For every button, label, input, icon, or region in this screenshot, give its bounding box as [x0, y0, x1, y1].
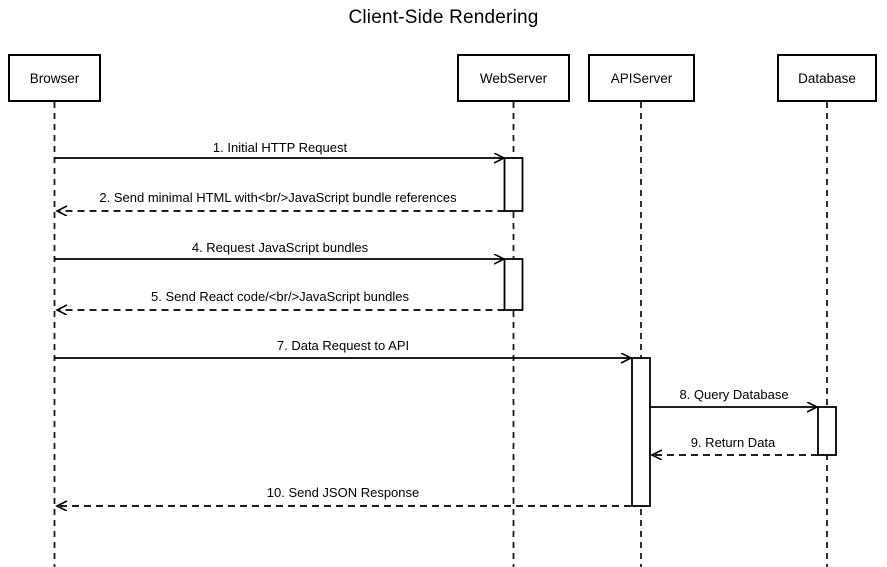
message-label-1: 1. Initial HTTP Request [212, 140, 348, 155]
activation-database [817, 406, 837, 456]
actor-apiserver-label: APIServer [610, 70, 673, 86]
message-label-9: 9. Return Data [690, 435, 776, 450]
message-label-10: 10. Send JSON Response [266, 485, 420, 500]
actor-webserver: WebServer [457, 54, 570, 102]
diagram-title: Client-Side Rendering [348, 7, 539, 28]
actor-apiserver: APIServer [588, 54, 695, 102]
activation-webserver-1 [503, 157, 524, 212]
activation-apiserver [631, 357, 651, 507]
message-label-5: 5. Send React code/<br/>JavaScript bundl… [151, 289, 409, 304]
message-label-7: 7. Data Request to API [276, 338, 410, 353]
message-label-8: 8. Query Database [679, 387, 789, 402]
actor-browser: Browser [8, 54, 101, 102]
message-label-2: 2. Send minimal HTML with<br/>JavaScript… [99, 190, 457, 205]
message-label-4: 4. Request JavaScript bundles [191, 240, 369, 255]
actor-browser-label: Browser [29, 70, 80, 86]
actor-webserver-label: WebServer [479, 70, 548, 86]
actor-database: Database [777, 54, 877, 102]
activation-webserver-2 [503, 258, 524, 311]
actor-database-label: Database [798, 70, 856, 86]
